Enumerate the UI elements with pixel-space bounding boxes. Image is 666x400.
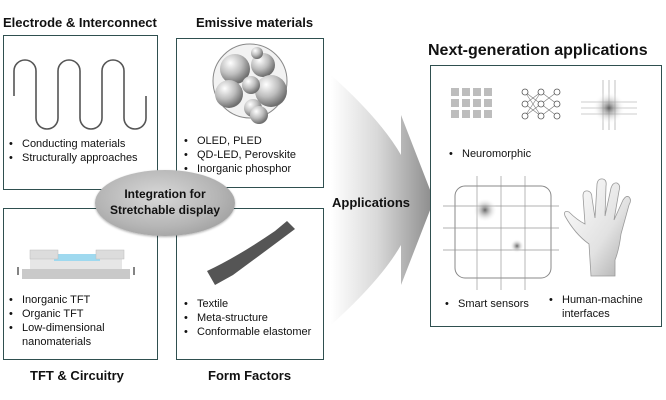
form-factors-title: Form Factors (208, 368, 292, 383)
hmi-bullets: Human-machine interfaces (549, 293, 643, 321)
list-item: Low-dimensional (9, 321, 105, 335)
list-item: Meta-structure (184, 311, 311, 325)
list-item: Smart sensors (445, 297, 529, 311)
form-factors-panel: Textile Meta-structure Conformable elast… (176, 208, 324, 360)
tft-bullets: Inorganic TFT Organic TFT Low-dimensiona… (9, 293, 105, 349)
tft-stack-icon (17, 249, 135, 279)
form-factors-bullets: Textile Meta-structure Conformable elast… (184, 297, 311, 339)
list-item: Organic TFT (9, 307, 105, 321)
applications-title: Next-generation applications (428, 42, 648, 59)
smart-sensors-bullets: Smart sensors (445, 297, 529, 311)
electrode-title: Electrode & Interconnect (3, 15, 157, 30)
integration-label-line1: Integration for (124, 187, 206, 201)
list-item: nanomaterials (9, 335, 105, 349)
electrode-panel: Conducting materials Structurally approa… (3, 35, 158, 190)
list-item: Inorganic phosphor (184, 162, 296, 176)
neuromorphic-illustration-icon (451, 80, 637, 130)
list-item: Conformable elastomer (184, 325, 311, 339)
electrode-bullets: Conducting materials Structurally approa… (9, 137, 138, 165)
list-item: Textile (184, 297, 311, 311)
integration-label-line2: Stretchable display (109, 203, 221, 217)
list-item: Human-machine (549, 293, 643, 307)
tft-panel: Inorganic TFT Organic TFT Low-dimensiona… (3, 208, 158, 360)
integration-ellipse (95, 170, 235, 236)
stretched-film-icon (207, 221, 295, 285)
list-item: Structurally approaches (9, 151, 138, 165)
list-item: QD-LED, Perovskite (184, 148, 296, 162)
list-item: interfaces (549, 307, 643, 321)
tft-title: TFT & Circuitry (30, 368, 124, 383)
list-item: Neuromorphic (449, 147, 531, 161)
applications-panel: Neuromorphic Smart sensors (430, 65, 662, 327)
emissive-bullets: OLED, PLED QD-LED, Perovskite Inorganic … (184, 134, 296, 176)
emissive-title: Emissive materials (196, 15, 314, 30)
emissive-panel: OLED, PLED QD-LED, Perovskite Inorganic … (176, 38, 324, 188)
applications-arrow-label: Applications (332, 195, 411, 210)
neuromorphic-bullets: Neuromorphic (449, 147, 531, 161)
list-item: Conducting materials (9, 137, 138, 151)
serpentine-interconnect-icon (13, 59, 147, 130)
quantum-spheres-icon (212, 43, 288, 124)
applications-arrow-icon (331, 75, 434, 325)
integration-label: Integration for Stretchable display (95, 186, 235, 218)
list-item-continuation: interfaces (562, 308, 610, 320)
list-item-continuation: nanomaterials (22, 336, 92, 348)
human-hand-icon (564, 178, 631, 277)
list-item: OLED, PLED (184, 134, 296, 148)
smart-sensor-grid-icon (443, 176, 559, 290)
list-item: Inorganic TFT (9, 293, 105, 307)
